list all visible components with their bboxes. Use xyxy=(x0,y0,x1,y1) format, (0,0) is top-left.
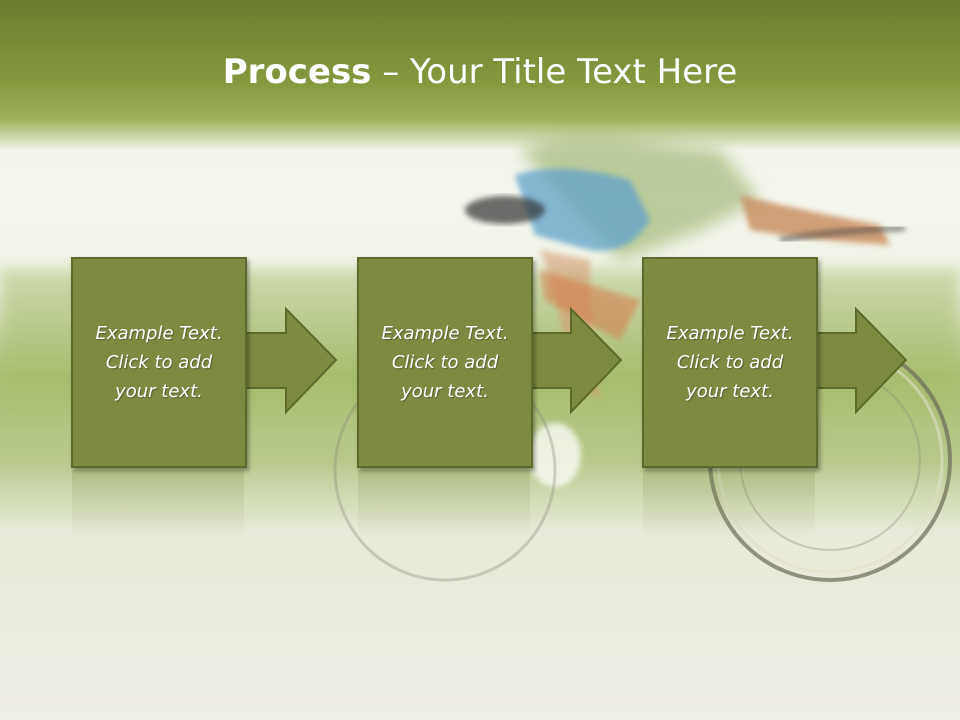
process-step-box[interactable]: Example Text. Click to add your text. xyxy=(642,257,818,468)
process-step-box[interactable]: Example Text. Click to add your text. xyxy=(357,257,533,468)
reflection-band xyxy=(72,470,912,540)
title-rest: – Your Title Text Here xyxy=(371,52,738,92)
process-step-text: Example Text. Click to add your text. xyxy=(666,323,794,402)
arrow-right-icon xyxy=(811,306,908,415)
process-step-text: Example Text. Click to add your text. xyxy=(381,323,509,402)
slide-title[interactable]: Process – Your Title Text Here xyxy=(0,52,960,92)
process-step-box[interactable]: Example Text. Click to add your text. xyxy=(71,257,247,468)
process-step-text: Example Text. Click to add your text. xyxy=(95,323,223,402)
title-bar xyxy=(0,0,960,150)
title-bold: Process xyxy=(222,52,372,92)
arrow-right-icon xyxy=(241,306,338,415)
arrow-right-icon xyxy=(526,306,623,415)
